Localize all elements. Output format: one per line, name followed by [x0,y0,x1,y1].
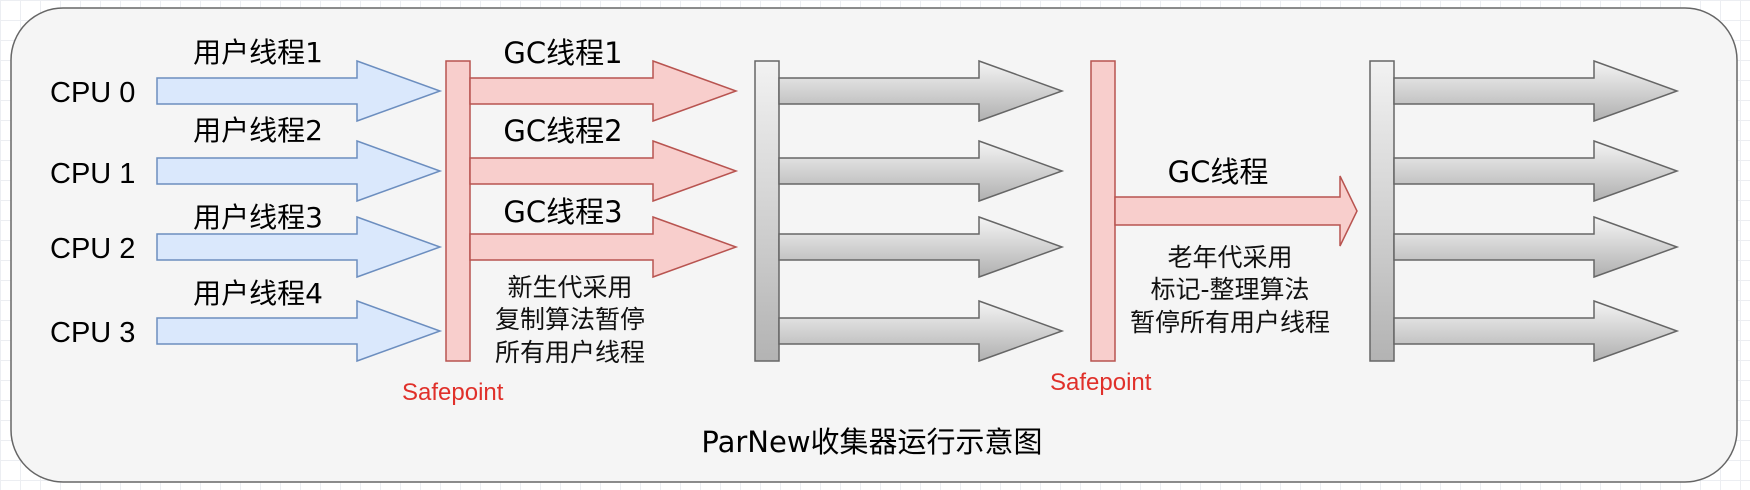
safepoint-bar [1090,60,1116,362]
resumed-thread-arrow [1393,215,1680,279]
resumed-thread-arrow [1393,139,1680,203]
diagram-caption: ParNew收集器运行示意图 [701,425,1042,459]
user-thread-label: 用户线程3 [193,201,323,234]
young-gen-note-line: 复制算法暂停 [495,305,645,334]
old-gen-note-line: 老年代采用 [1167,243,1292,272]
user-thread-arrow [156,215,443,279]
cpu-label: CPU 0 [50,77,135,109]
gc-thread-label: GC线程3 [503,195,622,229]
cpu-label: CPU 1 [50,158,135,190]
cpu-label: CPU 2 [50,233,135,265]
old-gc-thread-arrow [1114,175,1358,247]
resumed-thread-arrow [778,299,1065,363]
resumed-thread-arrow [778,215,1065,279]
resumed-thread-arrows [778,59,1065,363]
safepoint-label: Safepoint [1050,369,1152,396]
user-thread-label: 用户线程4 [193,277,323,310]
gc-thread-arrow [469,139,739,203]
resumed-thread-arrow [1393,299,1680,363]
gc-thread-arrow [469,215,739,279]
resumed-thread-arrow [778,59,1065,123]
gc-thread-label: GC线程2 [503,114,622,148]
barrier-bar [1369,60,1395,362]
user-thread-arrows [156,59,443,363]
user-thread-arrow [156,59,443,123]
safepoint-bar [445,60,471,362]
safepoint-label: Safepoint [402,379,504,406]
resumed-thread-arrows [1393,59,1680,363]
old-gc-thread-label: GC线程 [1168,155,1269,189]
gc-thread-label: GC线程1 [503,36,622,70]
gc-thread-arrows [469,59,739,279]
old-gen-note-line: 暂停所有用户线程 [1130,308,1330,337]
young-gen-note-line: 新生代采用 [507,273,632,302]
user-thread-label: 用户线程2 [193,114,323,147]
resumed-thread-arrow [778,139,1065,203]
user-thread-label: 用户线程1 [193,36,323,69]
barrier-bar [754,60,780,362]
user-thread-arrow [156,139,443,203]
user-thread-arrow [156,299,443,363]
cpu-label: CPU 3 [50,317,135,349]
young-gen-note-line: 所有用户线程 [495,338,645,367]
gc-thread-arrow [469,59,739,123]
resumed-thread-arrow [1393,59,1680,123]
old-gen-note-line: 标记-整理算法 [1150,275,1309,304]
